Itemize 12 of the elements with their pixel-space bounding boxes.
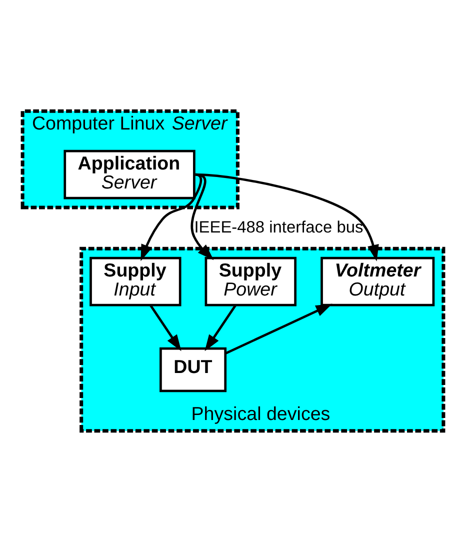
node-box: DUT	[160, 347, 227, 392]
node-box: Supply Input	[90, 256, 182, 306]
edge-label: IEEE-488 interface bus	[194, 218, 364, 236]
arrow	[225, 304, 332, 355]
arrow	[204, 304, 236, 352]
arrow	[150, 304, 182, 352]
arrow	[190, 173, 214, 260]
node-box: Supply Power	[204, 256, 296, 306]
node-box: Voltmeter Output	[320, 256, 435, 306]
arrow	[195, 173, 379, 262]
node-box: Application Server	[64, 150, 196, 200]
arrow	[140, 173, 202, 262]
